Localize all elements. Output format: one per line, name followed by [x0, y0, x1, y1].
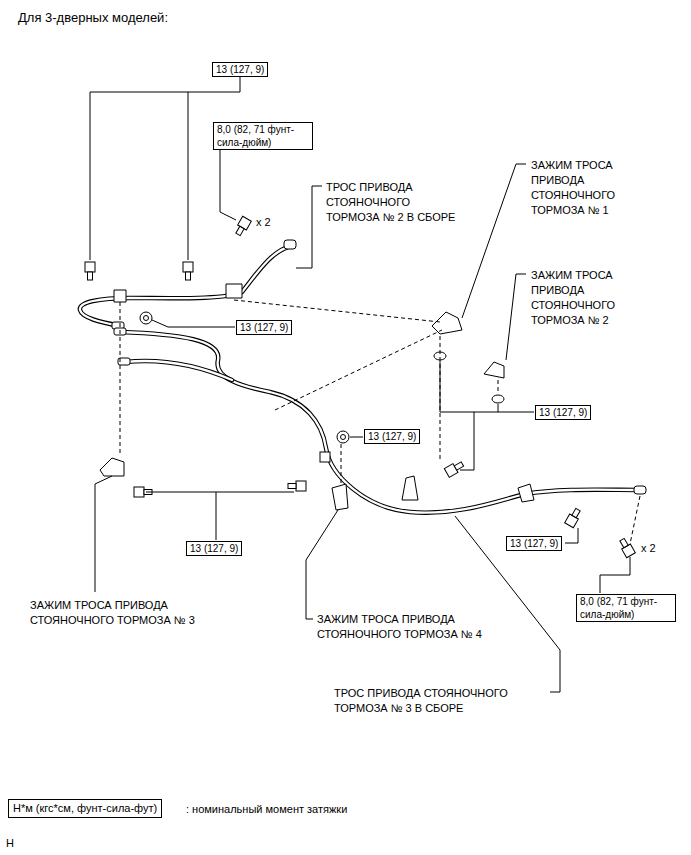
part-name: ЗАЖИМ ТРОСА ПРИВОДА СТОЯНОЧНОГО ТОРМОЗА …	[531, 268, 643, 328]
unit-legend-text: Н*м (кгс*см, фунт-сила-фут)	[13, 801, 157, 816]
torque-callout: 13 (127, 9)	[506, 536, 562, 551]
torque-callout: 8,0 (82, 71 фунт-сила-дюйм)	[213, 122, 313, 150]
torque-callout: 13 (127, 9)	[364, 429, 420, 444]
torque-callout: 13 (127, 9)	[212, 62, 268, 77]
part-name: ТРОС ПРИВОДА СТОЯНОЧНОГО ТОРМОЗА № 3 В С…	[334, 686, 564, 716]
part-name: ЗАЖИМ ТРОСА ПРИВОДА СТОЯНОЧНОГО ТОРМОЗА …	[30, 598, 230, 628]
part-name: ТРОС ПРИВОДА СТОЯНОЧНОГО ТОРМОЗА № 2 В С…	[326, 180, 466, 225]
unit-legend-box: Н*м (кгс*см, фунт-сила-фут)	[8, 799, 162, 818]
legend-note: : номинальный момент затяжки	[186, 802, 347, 817]
torque-value: 13 (127, 9)	[240, 321, 288, 334]
page-marker: H	[6, 836, 14, 851]
torque-callout: 13 (127, 9)	[236, 320, 292, 335]
diagram-title: Для 3-дверных моделей:	[18, 10, 168, 25]
torque-value: 13 (127, 9)	[510, 537, 558, 550]
torque-value: 13 (127, 9)	[539, 406, 587, 419]
part-name: ЗАЖИМ ТРОСА ПРИВОДА СТОЯНОЧНОГО ТОРМОЗА …	[531, 158, 643, 218]
torque-value: 13 (127, 9)	[216, 63, 264, 76]
part-name: ЗАЖИМ ТРОСА ПРИВОДА СТОЯНОЧНОГО ТОРМОЗА …	[317, 612, 517, 642]
quantity-note: x 2	[256, 215, 271, 230]
torque-callout: 8,0 (82, 71 фунт-сила-дюйм)	[576, 594, 676, 622]
torque-value: 8,0 (82, 71 фунт-сила-дюйм)	[217, 123, 309, 149]
torque-value: 13 (127, 9)	[190, 542, 238, 555]
torque-value: 13 (127, 9)	[368, 430, 416, 443]
torque-value: 8,0 (82, 71 фунт-сила-дюйм)	[580, 595, 672, 621]
quantity-note: x 2	[641, 541, 656, 556]
torque-callout: 13 (127, 9)	[186, 541, 242, 556]
torque-callout: 13 (127, 9)	[535, 405, 591, 420]
